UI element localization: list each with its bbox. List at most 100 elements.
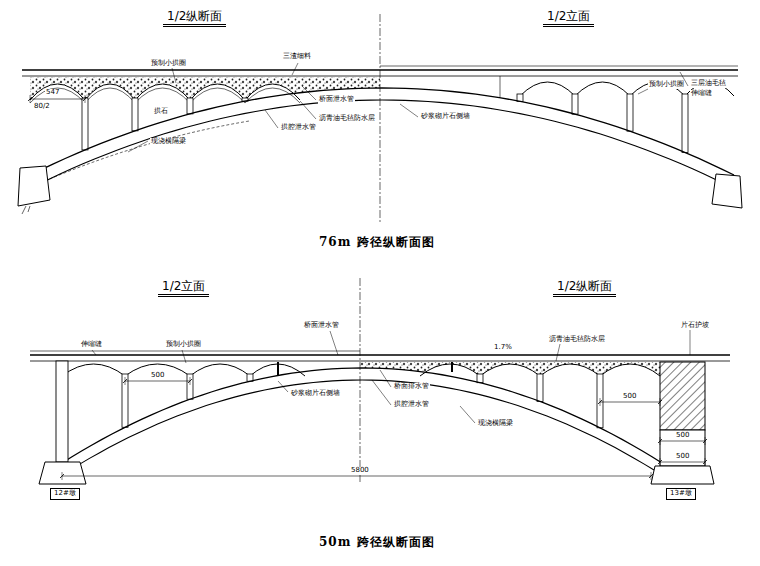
dimension-extension	[705, 458, 706, 466]
spandrel-column	[572, 94, 578, 114]
leader-line	[92, 350, 96, 355]
spandrel-column	[597, 374, 603, 428]
pier-hatch	[660, 362, 705, 430]
section-heading: 1/2立面	[543, 10, 594, 27]
part-label: 预制小拱圈	[150, 60, 187, 68]
arch-opening	[480, 364, 540, 401]
figure-caption: 50m 跨径纵断面图	[318, 536, 436, 549]
spandrel-column	[297, 98, 303, 99]
dimension-text: 547	[45, 89, 60, 97]
deck-top	[22, 69, 738, 71]
leader-line	[300, 101, 316, 119]
dimension-line	[62, 476, 651, 477]
small-arch	[190, 364, 250, 376]
leader-line	[302, 86, 316, 100]
pier-footing	[39, 462, 86, 484]
part-label: 现浇横隔梁	[477, 420, 514, 428]
pier-column	[56, 361, 68, 462]
dimension-extension	[660, 437, 661, 445]
small-arch	[520, 82, 575, 96]
arch-intrados	[37, 100, 727, 185]
spandrel-column	[187, 98, 193, 114]
dimension-line	[660, 462, 705, 463]
part-label: 砂浆砌片石侧墙	[420, 113, 471, 121]
small-arch	[135, 84, 190, 100]
small-arch	[480, 364, 540, 376]
dimension-line	[30, 99, 85, 100]
part-label: 伸缩缝	[690, 90, 713, 98]
spandrel-column	[517, 94, 523, 101]
part-label: 伸缩缝	[80, 341, 103, 349]
arch-opening	[135, 84, 190, 131]
spandrel-column	[627, 94, 633, 131]
part-label: 沥青油毛毡防水层	[318, 115, 376, 123]
dimension-text: 500	[675, 453, 690, 461]
abutment	[712, 174, 742, 208]
leader-line	[372, 380, 391, 405]
dimension-extension	[190, 377, 191, 385]
spandrel-column	[537, 374, 543, 401]
leader-line	[292, 63, 298, 75]
figure-caption: 76m 跨径纵断面图	[318, 236, 436, 249]
gravel-fill	[30, 77, 380, 175]
abutment	[18, 166, 50, 206]
cross-beam-line	[45, 121, 250, 181]
dimension-extension	[85, 95, 86, 103]
dimension-extension	[30, 95, 31, 103]
spandrel-column	[682, 94, 688, 152]
part-label: 桥面泄水管	[318, 96, 355, 104]
dimension-extension	[660, 398, 661, 406]
leader-line	[278, 381, 288, 392]
small-arch	[30, 88, 85, 103]
leader-line	[330, 331, 338, 355]
leader-line	[638, 89, 648, 94]
parapet-line	[30, 351, 360, 352]
drain-pipe	[451, 362, 453, 372]
leader-line	[128, 141, 148, 152]
dimension-text: 500	[622, 393, 637, 401]
leader-line	[460, 406, 475, 423]
small-arch	[630, 82, 685, 96]
part-label: 桥面排水管	[393, 383, 430, 391]
small-arch	[190, 88, 245, 103]
spandrel-column	[477, 374, 483, 383]
dimension-text: 80/2	[33, 103, 51, 111]
leader-line	[400, 104, 418, 117]
illustration	[18, 14, 742, 484]
part-label: 拱石	[153, 108, 169, 116]
ground-mark	[22, 206, 26, 214]
ground-mark	[28, 206, 30, 212]
part-label: 片石护坡	[680, 322, 710, 330]
small-arch	[62, 364, 125, 376]
part-label: 沥青油毛毡防水层	[548, 336, 606, 344]
leader-line	[556, 344, 560, 361]
dimension-line	[125, 381, 190, 382]
part-label: 砂浆砌片石侧墙	[290, 390, 341, 398]
section-heading: 1/2立面	[158, 280, 209, 297]
small-arch	[85, 84, 135, 100]
small-arch	[245, 88, 300, 103]
pier-label: 13#墩	[666, 488, 696, 500]
small-arch	[85, 88, 135, 103]
arch-extrados	[30, 88, 734, 175]
spandrel-column	[82, 98, 88, 150]
small-arch	[245, 84, 300, 100]
small-arch	[420, 364, 480, 376]
center-line	[380, 14, 381, 222]
drain-pipe	[277, 362, 279, 376]
spandrel-column	[132, 98, 138, 131]
dimension-text: 500	[150, 372, 165, 380]
arch-intrados	[70, 380, 654, 470]
small-arch	[575, 82, 630, 96]
small-arch	[30, 84, 85, 100]
gravel-fill	[360, 362, 660, 462]
slope-text: 1.7%	[493, 344, 513, 352]
spandrel-column	[122, 374, 128, 427]
arch-opening	[600, 364, 660, 462]
dimension-line	[600, 402, 660, 403]
arch-opening	[190, 84, 245, 114]
part-label: 拱腔泄水管	[393, 401, 430, 409]
part-label: 现浇横隔梁	[150, 138, 187, 146]
leader-line	[380, 370, 391, 387]
